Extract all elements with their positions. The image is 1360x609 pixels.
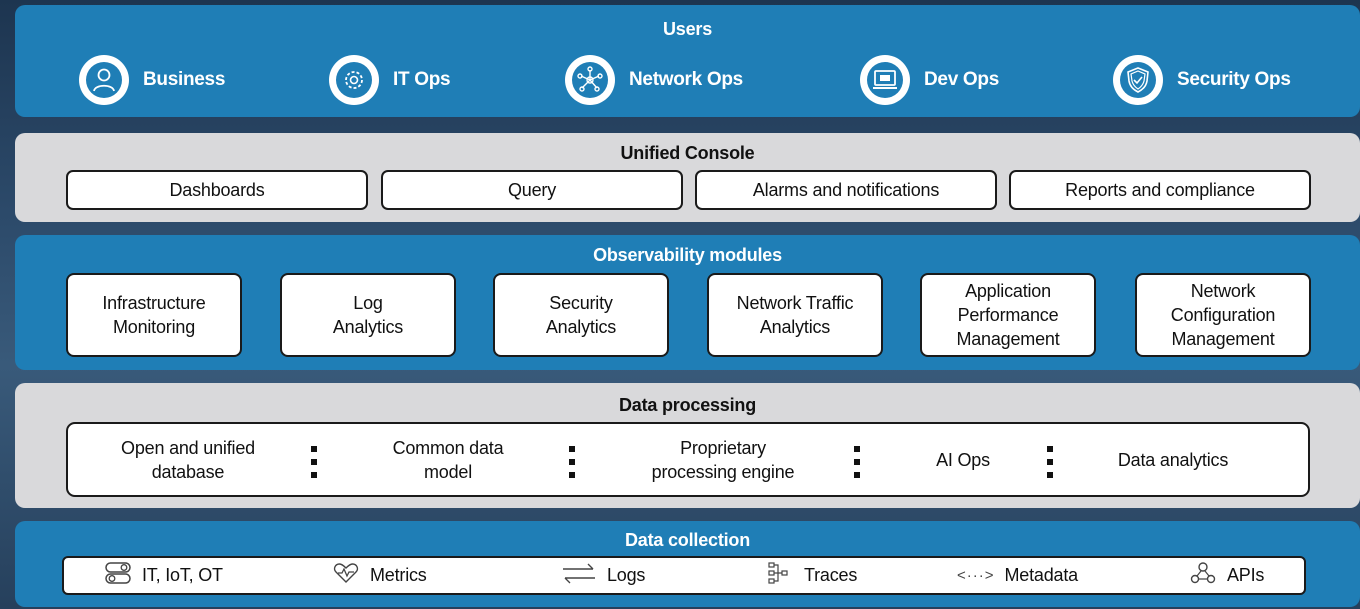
reports-compliance-box: Reports and compliance — [1009, 170, 1311, 210]
proc-data-analytics: Data analytics — [1088, 424, 1258, 495]
processing-bar: Open and unified database Common data mode… — [66, 422, 1310, 497]
separator-dots — [854, 446, 860, 478]
separator-dots — [1047, 446, 1053, 478]
collection-metadata: <···> Metadata — [957, 558, 1078, 593]
user-label: Business — [143, 69, 226, 90]
proc-line: database — [151, 461, 225, 482]
collection-label: APIs — [1227, 565, 1265, 585]
processing-title: Data processing — [618, 395, 757, 415]
api-nodes-icon — [1189, 561, 1217, 590]
collection-logs: Logs — [561, 558, 645, 593]
separator-dots — [311, 446, 317, 478]
user-label: IT Ops — [393, 69, 451, 90]
proc-line: AI Ops — [936, 449, 990, 470]
network-icon — [565, 55, 615, 105]
data-collection-layer: Data collection IT, IoT, OT Metrics Logs… — [15, 521, 1360, 607]
collection-label: Logs — [607, 565, 646, 585]
collection-bar: IT, IoT, OT Metrics Logs Traces <···> Me… — [62, 556, 1306, 595]
module-line: Application — [965, 281, 1051, 301]
separator-dots — [569, 446, 575, 478]
collection-traces: Traces — [766, 558, 857, 593]
module-line: Network Traffic — [736, 293, 854, 313]
user-label: Dev Ops — [924, 69, 999, 90]
module-line: Analytics — [545, 317, 617, 337]
trace-tree-icon — [766, 561, 794, 590]
module-line: Analytics — [759, 317, 831, 337]
collection-apis: APIs — [1189, 558, 1264, 593]
module-line: Configuration — [1170, 305, 1276, 325]
gear-icon — [329, 55, 379, 105]
toggle-switch-icon — [104, 561, 132, 590]
user-label: Security Ops — [1177, 69, 1291, 90]
module-line: Security — [549, 293, 613, 313]
heartbeat-icon — [332, 561, 360, 590]
module-line: Management — [956, 329, 1060, 349]
proc-line: model — [423, 461, 472, 482]
module-line: Network — [1190, 281, 1256, 301]
console-title: Unified Console — [620, 143, 755, 163]
users-title: Users — [662, 19, 713, 39]
user-network-ops: Network Ops — [565, 55, 743, 105]
person-icon — [79, 55, 129, 105]
module-line: Analytics — [332, 317, 404, 337]
laptop-code-icon — [860, 55, 910, 105]
module-line: Management — [1171, 329, 1275, 349]
module-line: Log — [353, 293, 383, 313]
dashboards-box: Dashboards — [66, 170, 368, 210]
alarms-notifications-box: Alarms and notifications — [695, 170, 997, 210]
collection-label: Metadata — [1004, 565, 1079, 585]
shield-check-icon — [1113, 55, 1163, 105]
module-line: Infrastructure — [102, 293, 206, 313]
proc-line: Open and unified — [121, 437, 255, 458]
collection-title: Data collection — [624, 530, 751, 550]
arrows-exchange-icon — [561, 561, 597, 590]
proc-line: Data analytics — [1117, 449, 1229, 470]
user-security-ops: Security Ops — [1113, 55, 1291, 105]
proc-ai-ops: AI Ops — [898, 424, 1028, 495]
proc-line: processing engine — [651, 461, 795, 482]
proc-open-unified-database: Open and unified database — [88, 424, 288, 495]
data-processing-layer: Data processing Open and unified database… — [15, 383, 1360, 508]
collection-label: Traces — [804, 565, 858, 585]
user-business: Business — [79, 55, 225, 105]
collection-label: IT, IoT, OT — [142, 565, 223, 585]
unified-console-layer: Unified Console Dashboards Query Alarms … — [15, 133, 1360, 222]
user-label: Network Ops — [629, 69, 743, 90]
proc-common-data-model: Common data model — [358, 424, 538, 495]
observability-title: Observability modules — [593, 245, 782, 265]
user-dev-ops: Dev Ops — [860, 55, 999, 105]
proc-line: Proprietary — [680, 437, 766, 458]
query-box: Query — [381, 170, 683, 210]
collection-it-iot-ot: IT, IoT, OT — [104, 558, 223, 593]
user-it-ops: IT Ops — [329, 55, 451, 105]
code-brackets-icon: <···> — [957, 567, 995, 584]
module-line: Performance — [957, 305, 1059, 325]
module-line: Monitoring — [112, 317, 196, 337]
collection-metrics: Metrics — [332, 558, 427, 593]
proc-line: Common data — [392, 437, 504, 458]
users-layer: Users Business IT Ops Network Ops Dev Op… — [15, 5, 1360, 117]
collection-label: Metrics — [370, 565, 427, 585]
proc-proprietary-processing-engine: Proprietary processing engine — [613, 424, 833, 495]
